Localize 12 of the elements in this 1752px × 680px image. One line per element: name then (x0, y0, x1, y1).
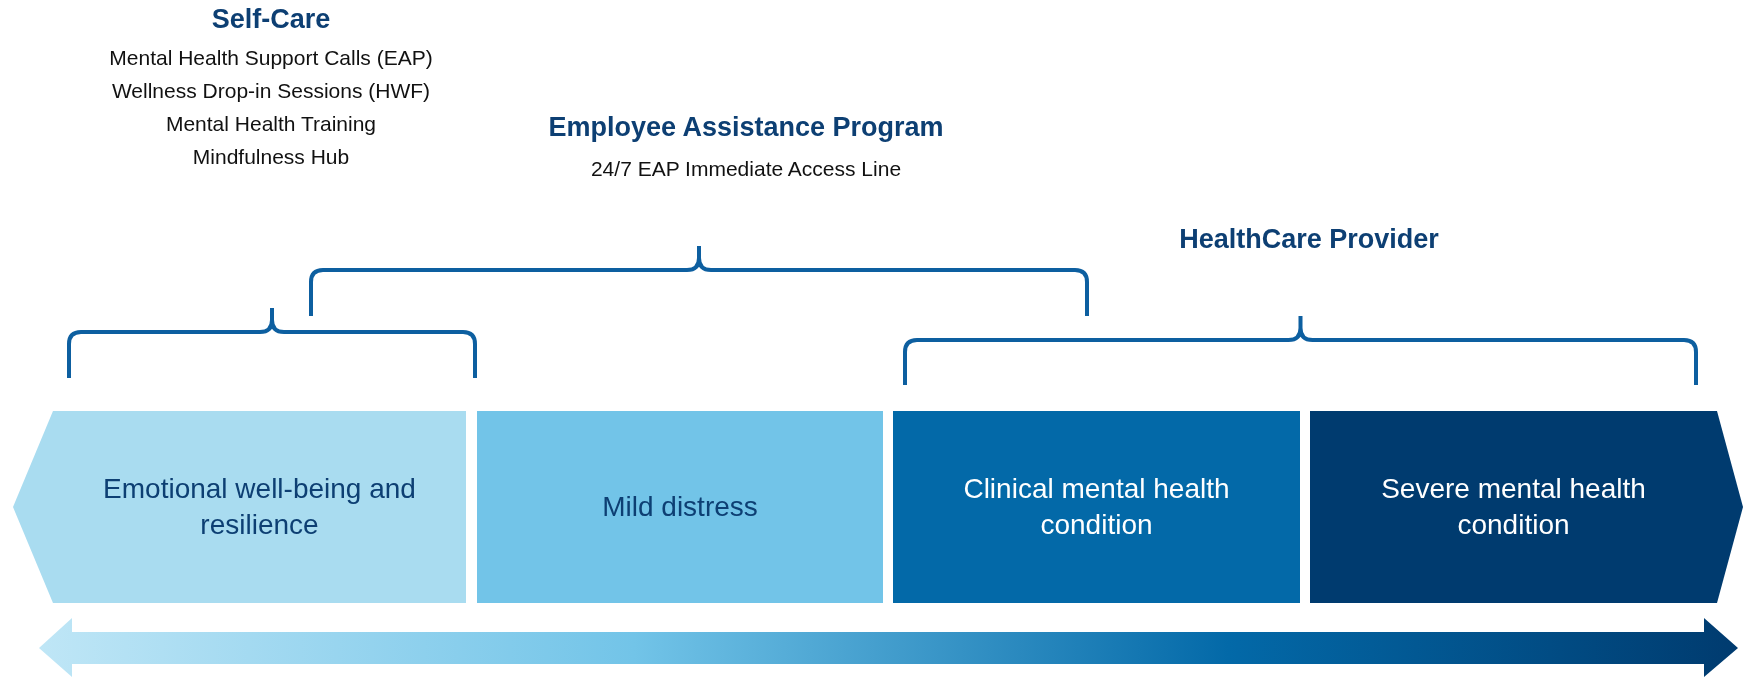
list-item: 24/7 EAP Immediate Access Line (590, 157, 902, 181)
group-heading: HealthCare Provider (1179, 224, 1439, 255)
list-item: Mental Health Training (165, 112, 377, 136)
stage-band: Clinical mental health condition (893, 411, 1300, 603)
list-item: Mindfulness Hub (192, 145, 350, 169)
list-item: Mental Health Support Calls (EAP) (109, 46, 433, 70)
group-heading: Employee Assistance Program (548, 112, 944, 143)
stage-band: Mild distress (477, 411, 883, 603)
stage-band: Severe mental health condition (1310, 411, 1743, 603)
stage-band: Emotional well-being and resilience (13, 411, 466, 603)
group-heading: Self-Care (211, 4, 331, 35)
list-item: Wellness Drop-in Sessions (HWF) (111, 79, 431, 103)
